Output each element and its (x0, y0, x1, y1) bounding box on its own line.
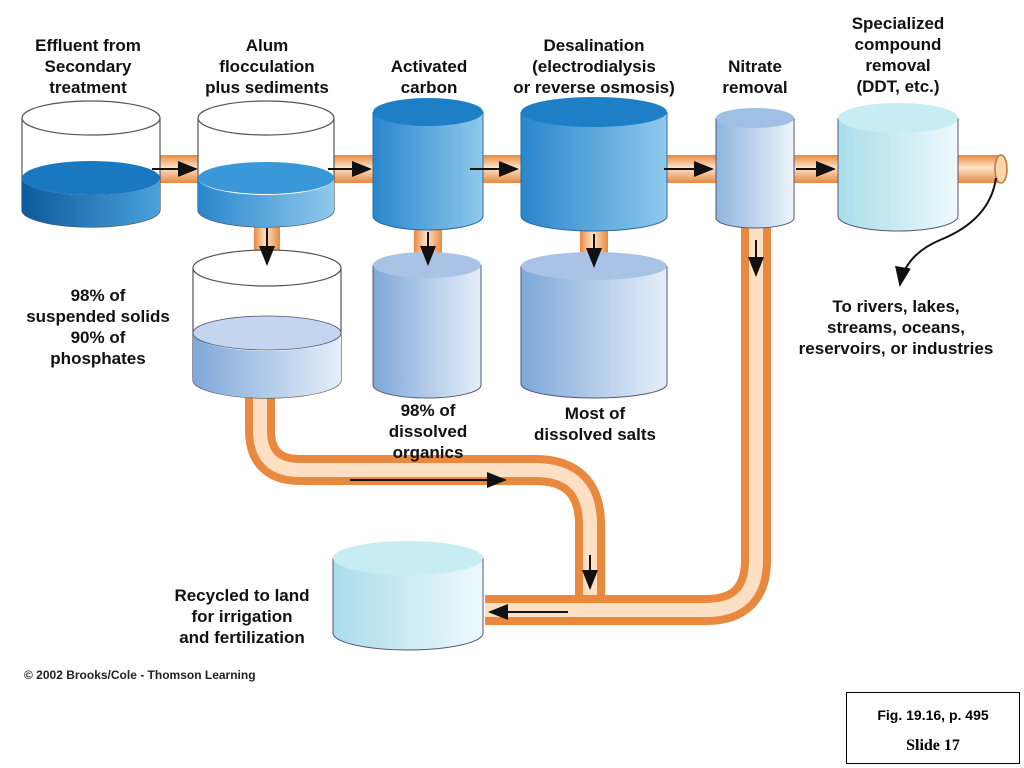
tank-recycled-land (332, 541, 484, 651)
tank-nitrate (715, 108, 795, 229)
removed-label-phosphates: 98% of suspended solids 90% of phosphate… (26, 286, 170, 368)
removed-label-organics: 98% of dissolved organics (388, 401, 468, 462)
removed-label-salts: Most of dissolved salts (534, 404, 656, 444)
stage-label-alum: Alum flocculation plus sediments (205, 36, 329, 97)
copyright-notice: © 2002 Brooks/Cole - Thomson Learning (24, 668, 256, 682)
stage-label-activated-carbon: Activated carbon (390, 57, 468, 97)
tank-alum (197, 100, 335, 228)
tank-specialized (837, 103, 959, 232)
flow-arrows (152, 161, 997, 620)
output-label-land: Recycled to land for irrigation and fert… (174, 586, 310, 647)
tank-phosphates (192, 249, 342, 399)
figure-reference: Fig. 19.16, p. 495 (877, 707, 989, 723)
tank-effluent (21, 100, 161, 228)
figure-reference-box: Fig. 19.16, p. 495 Slide 17 (846, 692, 1020, 764)
stage-label-nitrate: Nitrate removal (722, 57, 788, 97)
output-label-rivers: To rivers, lakes, streams, oceans, reser… (798, 297, 994, 358)
tank-organics (372, 252, 482, 399)
stage-label-specialized: Specialized compound removal (DDT, etc.) (851, 14, 945, 96)
tank-salts (520, 252, 668, 399)
slide-number: Slide 17 (906, 737, 960, 754)
stage-label-desalination: Desalination (electrodialysis or reverse… (513, 36, 675, 97)
arrow-to-rivers (895, 177, 997, 287)
stage-label-effluent: Effluent from Secondary treatment (35, 36, 141, 97)
pipe-outlet (956, 154, 1008, 184)
tank-desalination (520, 97, 668, 232)
tank-activated-carbon (372, 98, 484, 231)
